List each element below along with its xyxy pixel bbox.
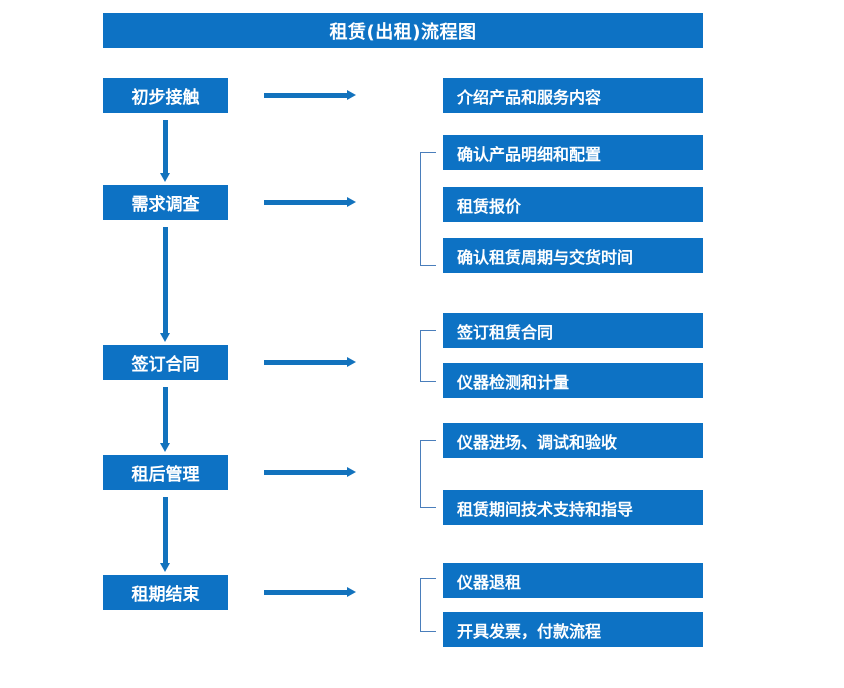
arrow-head (160, 333, 170, 342)
vertical-arrow-3 (160, 387, 171, 452)
arrow-head (160, 443, 170, 452)
arrow-shaft (163, 120, 168, 173)
arrow-shaft (264, 590, 347, 595)
arrow-head (347, 197, 356, 207)
group-bracket-3 (420, 440, 436, 508)
arrow-shaft (264, 470, 347, 475)
horizontal-arrow-2 (264, 197, 356, 208)
arrow-shaft (163, 387, 168, 443)
horizontal-arrow-3 (264, 357, 356, 368)
horizontal-arrow-5 (264, 587, 356, 598)
vertical-arrow-2 (160, 227, 171, 342)
arrow-shaft (163, 497, 168, 563)
arrow-shaft (264, 360, 347, 365)
detail-box-4: 确认租赁周期与交货时间 (443, 238, 703, 273)
arrow-head (347, 357, 356, 367)
stage-box-5: 租期结束 (103, 575, 228, 610)
arrow-head (347, 467, 356, 477)
stage-box-2: 需求调查 (103, 185, 228, 220)
detail-box-1: 介绍产品和服务内容 (443, 78, 703, 113)
detail-box-5: 签订租赁合同 (443, 313, 703, 348)
vertical-arrow-4 (160, 497, 171, 572)
stage-box-1: 初步接触 (103, 78, 228, 113)
horizontal-arrow-4 (264, 467, 356, 478)
arrow-head (160, 563, 170, 572)
detail-box-7: 仪器进场、调试和验收 (443, 423, 703, 458)
arrow-head (347, 90, 356, 100)
arrow-shaft (264, 200, 347, 205)
arrow-shaft (163, 227, 168, 333)
detail-box-8: 租赁期间技术支持和指导 (443, 490, 703, 525)
detail-box-9: 仪器退租 (443, 563, 703, 598)
detail-box-10: 开具发票，付款流程 (443, 612, 703, 647)
arrow-shaft (264, 93, 347, 98)
chart-title: 租赁(出租)流程图 (103, 13, 703, 48)
arrow-head (160, 173, 170, 182)
group-bracket-1 (420, 152, 436, 266)
stage-box-4: 租后管理 (103, 455, 228, 490)
detail-box-2: 确认产品明细和配置 (443, 135, 703, 170)
detail-box-6: 仪器检测和计量 (443, 363, 703, 398)
horizontal-arrow-1 (264, 90, 356, 101)
group-bracket-2 (420, 330, 436, 382)
group-bracket-4 (420, 578, 436, 632)
arrow-head (347, 587, 356, 597)
stage-box-3: 签订合同 (103, 345, 228, 380)
detail-box-3: 租赁报价 (443, 187, 703, 222)
vertical-arrow-1 (160, 120, 171, 182)
